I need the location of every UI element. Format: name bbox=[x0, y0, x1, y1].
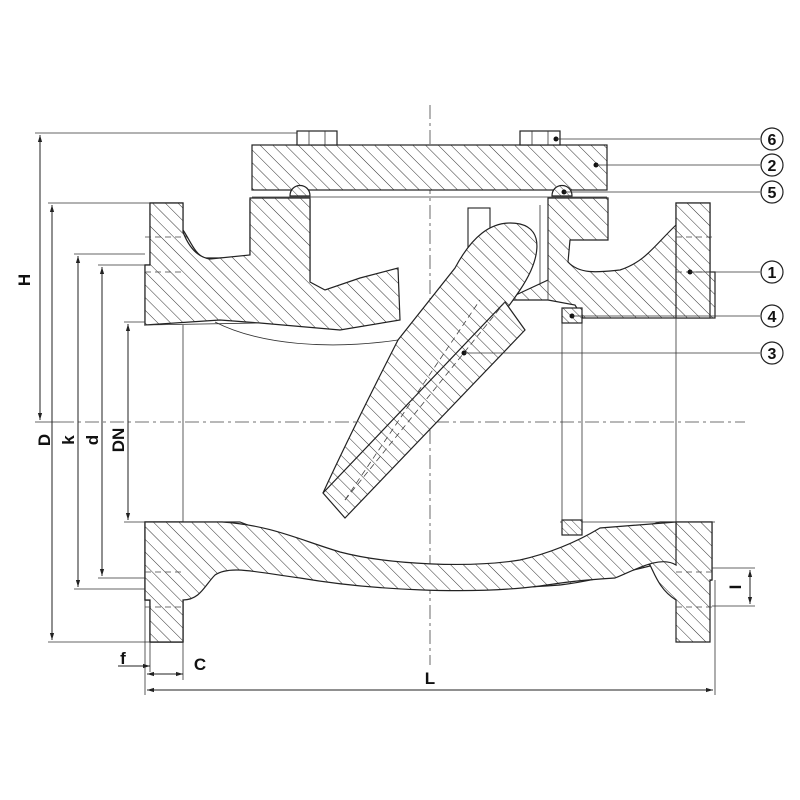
valve-body-lower bbox=[144, 521, 677, 643]
callout-label-5: 5 bbox=[768, 185, 777, 202]
dim-label-c: C bbox=[194, 655, 206, 674]
dim-label-d-outer: D bbox=[35, 434, 54, 446]
callout-circle-6 bbox=[760, 127, 784, 151]
right-flange-upper bbox=[675, 202, 711, 319]
dim-label-dn: DN bbox=[109, 428, 128, 453]
cover-plate bbox=[251, 144, 608, 191]
inner-seat-curve bbox=[214, 321, 399, 346]
disc-plate bbox=[322, 301, 526, 519]
dim-label-h: H bbox=[15, 274, 34, 286]
dim-label-d-inner: d bbox=[83, 435, 102, 445]
callout-circle-4 bbox=[760, 304, 784, 328]
bore-top-line bbox=[144, 322, 261, 326]
callout-label-6: 6 bbox=[768, 132, 777, 149]
callout-circle-1 bbox=[760, 260, 784, 284]
callout-label-3: 3 bbox=[768, 346, 777, 363]
callout-label-1: 1 bbox=[768, 265, 777, 282]
dim-label-l: L bbox=[425, 669, 435, 688]
seat-ring-bottom bbox=[561, 519, 583, 536]
disc-axis-1 bbox=[344, 299, 481, 501]
gasket-left bbox=[289, 184, 311, 197]
callout-label-4: 4 bbox=[768, 309, 777, 326]
dim-label-i: I bbox=[726, 585, 745, 590]
callout-circle-5 bbox=[760, 180, 784, 204]
dim-label-k: k bbox=[59, 435, 78, 445]
callout-label-2: 2 bbox=[768, 158, 777, 175]
callout-circle-3 bbox=[760, 341, 784, 365]
bolt-head-right bbox=[519, 130, 561, 146]
callout-circle-2 bbox=[760, 153, 784, 177]
bolt-head-left bbox=[296, 130, 338, 146]
disc-axis-2 bbox=[344, 301, 506, 501]
dim-label-f: f bbox=[120, 649, 126, 668]
valve-body-upper bbox=[144, 197, 401, 331]
